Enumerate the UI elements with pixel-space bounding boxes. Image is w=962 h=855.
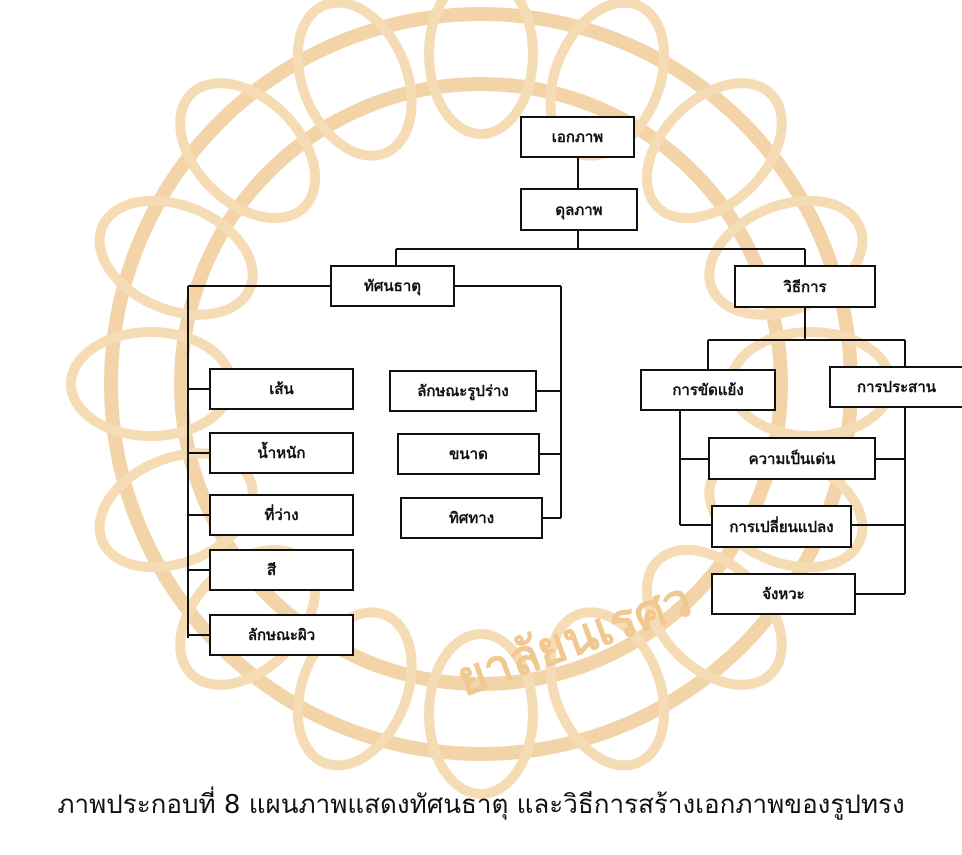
- node-dominance: ความเป็นเด่น: [708, 437, 876, 480]
- seal-petal: [292, 0, 417, 161]
- node-unity: เอกภาพ: [520, 116, 635, 158]
- seal-petal: [424, 629, 538, 799]
- node-harmony: การประสาน: [829, 366, 962, 408]
- node-shape: ลักษณะรูปร่าง: [389, 370, 537, 412]
- seal-petal: [424, 0, 538, 139]
- seal-petal: [94, 448, 258, 573]
- node-direction: ทิศทาง: [400, 497, 543, 539]
- node-space: ที่ว่าง: [209, 494, 354, 536]
- seal-petal: [545, 607, 670, 771]
- node-balance: ดุลภาพ: [520, 188, 638, 231]
- node-size: ขนาด: [397, 433, 540, 475]
- seal-petal: [641, 78, 787, 224]
- node-color: สี: [209, 549, 354, 591]
- node-variation: การเปลี่ยนแปลง: [711, 505, 852, 548]
- seal-petal: [292, 607, 417, 771]
- node-methods: วิธีการ: [734, 265, 876, 308]
- node-contradiction: การขัดแย้ง: [640, 369, 776, 411]
- figure-caption: ภาพประกอบที่ 8 แผนภาพแสดงทัศนธาตุ และวิธ…: [57, 790, 905, 820]
- seal-petal: [175, 78, 321, 224]
- seal-petal: [94, 195, 258, 320]
- node-texture: ลักษณะผิว: [209, 614, 354, 656]
- node-value: น้ำหนัก: [209, 432, 354, 474]
- node-rhythm: จังหวะ: [711, 573, 856, 615]
- node-visual-elements: ทัศนธาตุ: [330, 265, 455, 307]
- node-line: เส้น: [209, 368, 354, 410]
